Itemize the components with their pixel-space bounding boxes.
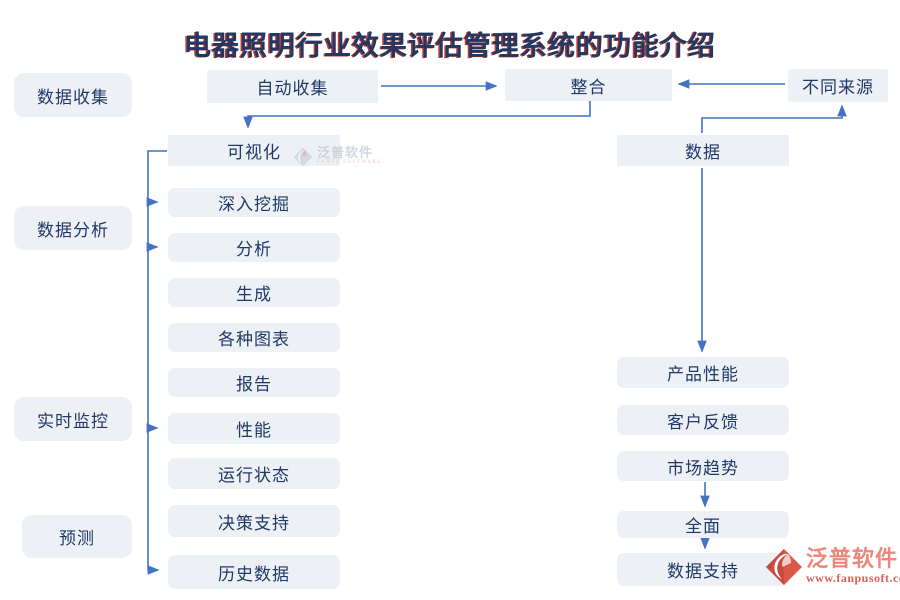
category-realtime-monitoring: 实时监控	[14, 397, 132, 441]
category-prediction: 预测	[22, 515, 132, 558]
node-market-trends: 市场趋势	[617, 451, 789, 481]
watermark-name: 泛普软件	[317, 145, 374, 160]
node-product-performance: 产品性能	[617, 357, 789, 388]
node-report: 报告	[168, 368, 340, 397]
node-various-charts: 各种图表	[168, 323, 340, 352]
node-visualization: 可视化	[168, 135, 340, 166]
node-generate: 生成	[168, 278, 340, 307]
connector-bus-main	[147, 150, 167, 575]
watermark-subtext: FANPU SOFTWARE	[317, 160, 382, 165]
node-data: 数据	[617, 135, 789, 166]
category-data-collection: 数据收集	[14, 73, 132, 117]
brand-logo-icon	[766, 549, 802, 585]
node-running-status: 运行状态	[168, 458, 340, 489]
node-performance: 性能	[168, 413, 340, 444]
brand-text-block: 泛普软件 www.fanpusoft.com	[806, 546, 900, 586]
node-historical-data: 历史数据	[168, 555, 340, 589]
watermark-logo-icon	[293, 147, 313, 167]
brand-name: 泛普软件	[806, 546, 899, 571]
node-data-support: 数据支持	[617, 553, 789, 586]
center-watermark: 泛普软件 FANPU SOFTWARE	[292, 146, 382, 168]
page-title: 电器照明行业效果评估管理系统的功能介绍	[184, 31, 716, 61]
node-decision-support: 决策支持	[168, 505, 340, 537]
node-analysis: 分析	[168, 233, 340, 262]
node-auto-collect: 自动收集	[207, 70, 378, 103]
watermark-text-block: 泛普软件 FANPU SOFTWARE	[317, 146, 382, 166]
node-deep-mining: 深入挖掘	[168, 188, 340, 217]
node-customer-feedback: 客户反馈	[617, 405, 789, 435]
brand-website: www.fanpusoft.com	[806, 571, 900, 585]
category-data-analysis: 数据分析	[14, 206, 132, 250]
brand-logo: 泛普软件 www.fanpusoft.com	[764, 547, 900, 587]
connector-data-to-sources	[701, 104, 847, 133]
node-integrate: 整合	[505, 69, 672, 101]
node-different-sources: 不同来源	[788, 69, 888, 102]
connector-integrate-to-visualization	[243, 101, 591, 129]
node-comprehensive: 全面	[617, 511, 789, 538]
